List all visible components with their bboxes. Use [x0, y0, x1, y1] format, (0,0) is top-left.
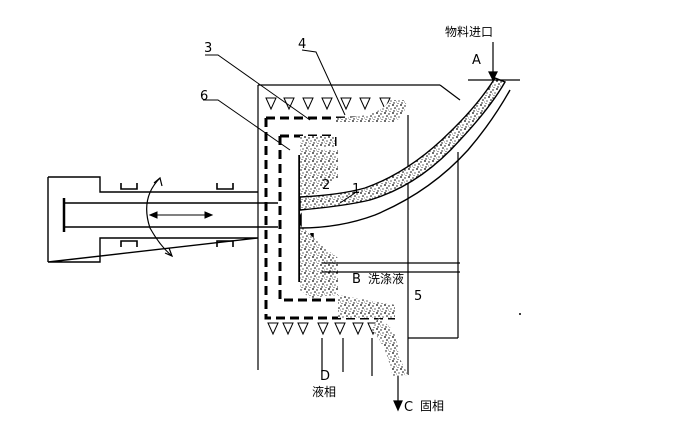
- stream-c-label: C: [404, 400, 413, 415]
- solid-cake: [300, 100, 408, 376]
- bottom-nozzles: [267, 322, 379, 336]
- solid-outlet-arrow: [393, 376, 403, 412]
- feed-inlet-arrow: [468, 42, 520, 82]
- bearings: [120, 183, 234, 247]
- callout-4: 4: [298, 37, 306, 52]
- callout-leaders: [203, 49, 356, 204]
- stream-b-label: B: [352, 272, 361, 287]
- top-nozzles: [265, 97, 391, 111]
- callout-6: 6: [200, 89, 208, 104]
- stream-d-label: D: [320, 369, 330, 384]
- stream-a-label: A: [472, 53, 481, 68]
- feed-pipe: [299, 77, 511, 229]
- wash-liquid-label: 洗涤液: [368, 271, 404, 286]
- liquid-phase-label: 液相: [312, 384, 336, 399]
- stray-dot: [519, 313, 521, 315]
- rotation-arrow: [146, 176, 174, 258]
- wash-pipe: [322, 262, 460, 273]
- callout-2: 2: [322, 178, 330, 193]
- callout-3: 3: [204, 41, 212, 56]
- callout-1: 1: [352, 182, 360, 197]
- solid-phase-label: 固相: [420, 399, 444, 413]
- callout-5: 5: [414, 289, 422, 304]
- drain-lines: [321, 338, 373, 376]
- feed-inlet-label: 物料进口: [445, 25, 493, 39]
- stroke-arrow: [148, 211, 214, 219]
- pusher-shaft: [47, 176, 278, 263]
